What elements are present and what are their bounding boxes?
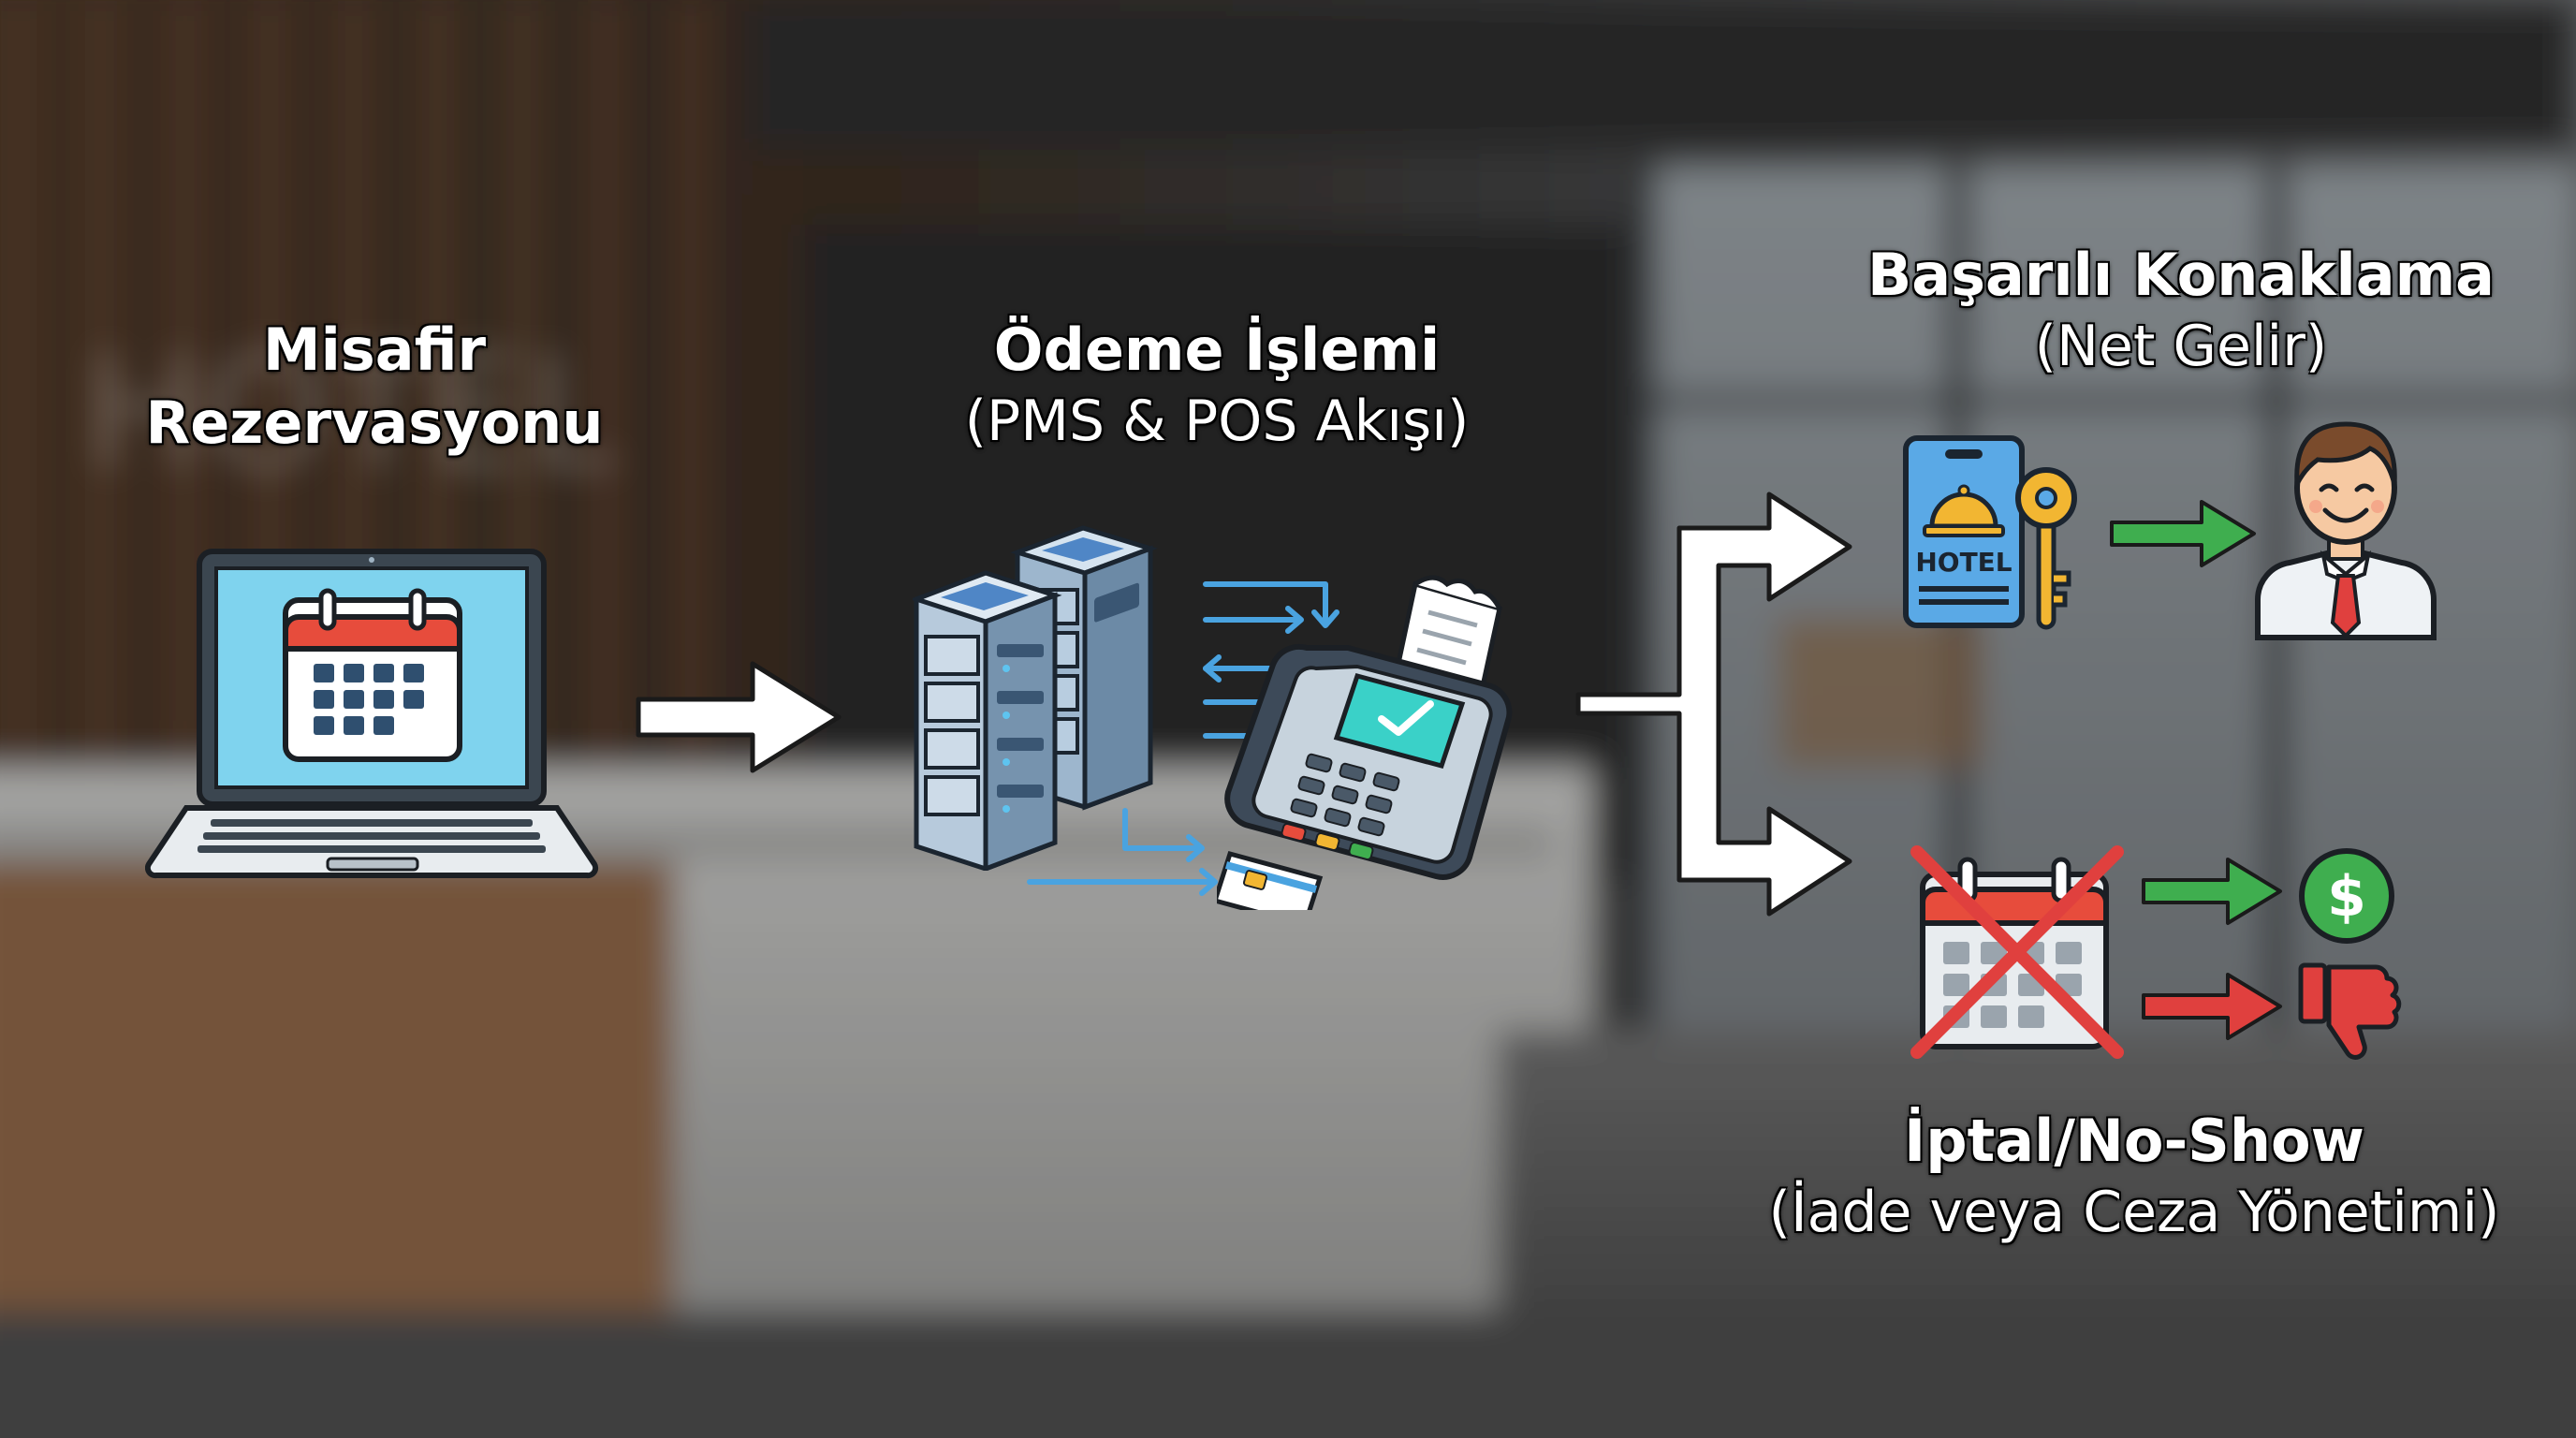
reservation-step-label: Misafir Rezervasyonu [122, 314, 627, 459]
happy-guest-icon [2254, 421, 2437, 640]
thumbs-down-icon [2298, 962, 2402, 1060]
svg-text:HOTEL: HOTEL [84, 321, 616, 506]
hotel-tag-text: HOTEL [1915, 547, 2012, 578]
payment-subtitle: (PMS & POS Akışı) [964, 388, 1470, 454]
cancel-outcome-label: İptal/No-Show (İade veya Ceza Yönetimi) [1750, 1105, 2518, 1248]
red-arrow-penalty [2142, 973, 2282, 1040]
pos-terminal-icon [1217, 575, 1513, 910]
success-outcome-label: Başarılı Konaklama (Net Gelir) [1807, 239, 2555, 382]
reservation-title-line2: Rezervasyonu [145, 388, 604, 457]
reservation-title-line1: Misafir [262, 315, 487, 384]
cancel-subtitle: (İade veya Ceza Yönetimi) [1768, 1179, 2500, 1245]
branch-arrow [1575, 492, 1852, 917]
payment-step-label: Ödeme İşlemi (PMS & POS Akışı) [899, 314, 1535, 457]
server-icon [913, 525, 1158, 871]
payment-title: Ödeme İşlemi [993, 315, 1441, 384]
key-icon [2015, 467, 2077, 630]
cancel-title: İptal/No-Show [1904, 1107, 2364, 1175]
green-arrow-right [2110, 500, 2256, 567]
credit-card-icon [1217, 850, 1324, 910]
success-subtitle: (Net Gelir) [2034, 313, 2328, 379]
svg-text:$: $ [2327, 864, 2366, 930]
cancelled-calendar-icon [1910, 845, 2124, 1059]
success-title: Başarılı Konaklama [1866, 241, 2496, 309]
calendar-icon [283, 588, 462, 762]
green-arrow-refund [2142, 858, 2282, 925]
laptop-calendar-icon [145, 549, 599, 879]
data-flow-arrows-bottom [1027, 808, 1218, 896]
flow-arrow-right [636, 661, 842, 773]
dollar-coin-icon: $ [2299, 848, 2394, 944]
hotel-keycard-icon: HOTEL [1903, 435, 2077, 630]
